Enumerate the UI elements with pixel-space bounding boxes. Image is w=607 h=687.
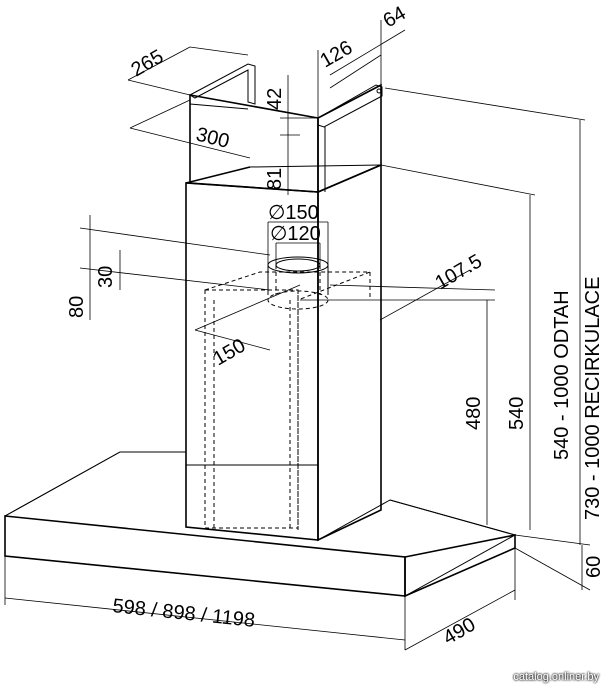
dim-64: 64	[380, 2, 410, 32]
dim-widths: 598 / 898 / 1198	[111, 595, 256, 632]
dim-diameter-150: ∅150	[268, 202, 319, 224]
dim-150: 150	[210, 335, 250, 371]
dim-diameter-120: ∅120	[270, 223, 321, 245]
dim-range-recirkulace: 730 - 1000 RECIRKULACE	[582, 277, 604, 520]
dim-126: 126	[317, 37, 357, 73]
dim-30: 30	[95, 266, 117, 288]
watermark-text: catalog.onliner.by	[513, 671, 599, 683]
dim-300: 300	[194, 124, 232, 153]
dim-80: 80	[66, 296, 88, 318]
dim-107-5: 107.5	[432, 250, 486, 294]
dim-490: 490	[440, 614, 480, 650]
dim-265: 265	[128, 46, 168, 82]
chimney-upper	[188, 63, 383, 194]
dim-81: 81	[264, 168, 286, 190]
dim-480: 480	[463, 397, 485, 430]
internal-duct-dashed	[204, 256, 371, 530]
dimension-lines	[4, 20, 591, 651]
dim-42: 42	[264, 88, 286, 110]
dim-540: 540	[506, 397, 528, 430]
dim-range-odtah: 540 - 1000 ODTAH	[551, 290, 573, 460]
hood-canopy	[4, 451, 517, 598]
dim-60: 60	[583, 556, 605, 578]
